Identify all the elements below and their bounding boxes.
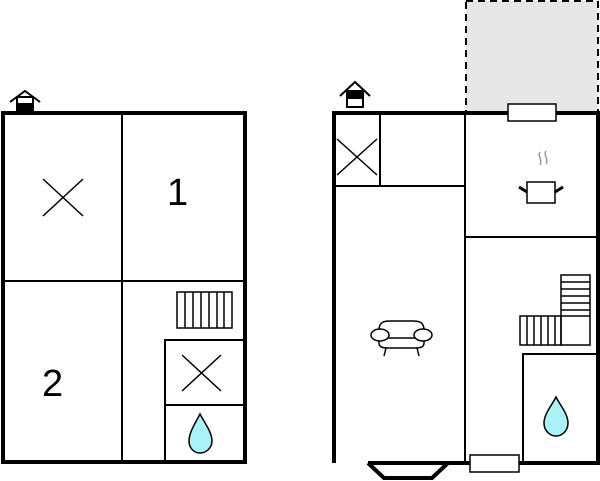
x-mark-icon [181, 354, 222, 392]
window-top [507, 103, 557, 122]
bedroom-1-label: 1 [167, 172, 189, 214]
floor-plan-right [332, 0, 600, 480]
bathroom-wall [522, 353, 598, 463]
bedroom-2-label: 2 [42, 363, 64, 405]
terrace [465, 0, 599, 114]
outer-wall [332, 111, 600, 465]
stairs-icon [519, 274, 591, 346]
water-drop-icon [188, 412, 213, 454]
water-drop-icon [543, 395, 569, 437]
storage-room [164, 339, 246, 406]
house-entrance-icon [339, 80, 371, 108]
outer-wall [1, 111, 247, 464]
sofa-icon [370, 320, 433, 357]
x-mark-icon [336, 138, 378, 176]
bay-window [366, 461, 470, 480]
cooking-pot-icon [518, 150, 564, 204]
house-entrance-icon [9, 89, 41, 111]
window-bottom [469, 454, 520, 473]
x-mark-icon [42, 178, 84, 217]
floor-plan-left [1, 89, 247, 464]
bathroom [164, 404, 246, 463]
stairs-icon [176, 291, 233, 329]
